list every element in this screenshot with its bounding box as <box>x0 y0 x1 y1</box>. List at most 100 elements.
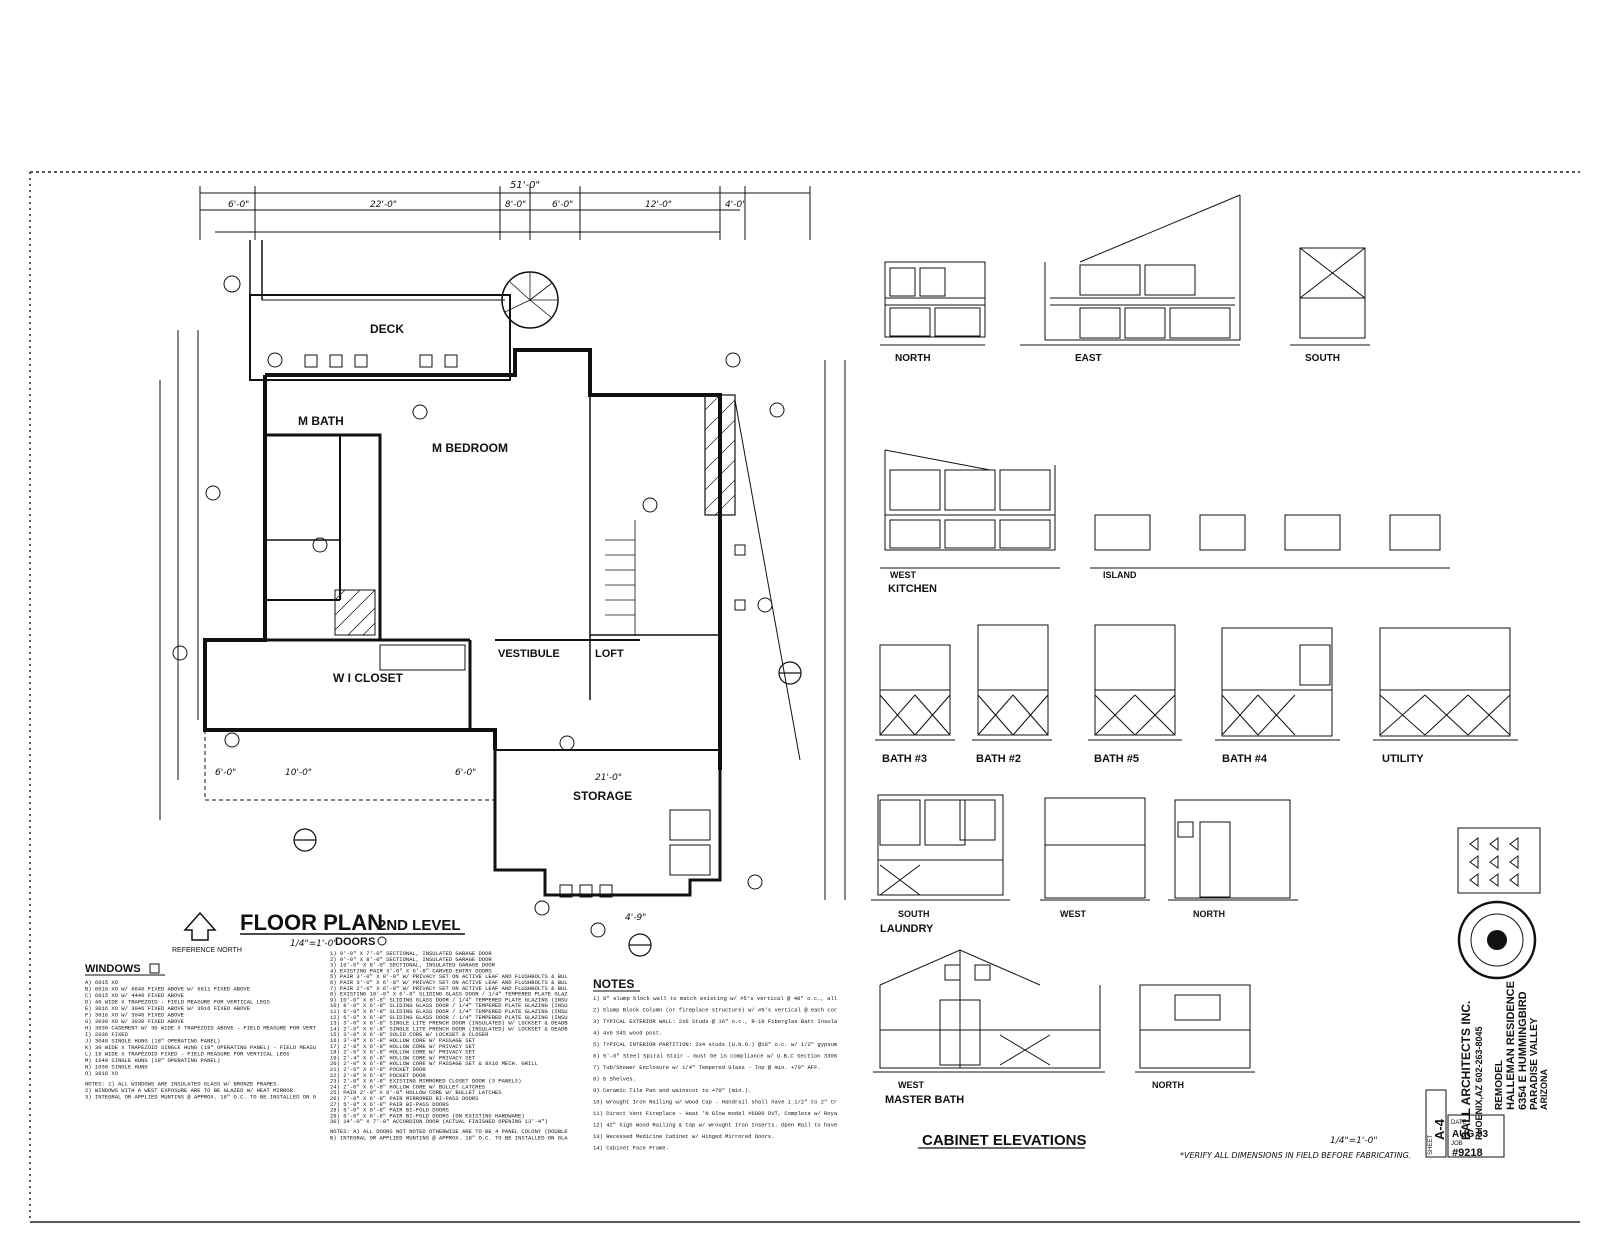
architect-seal <box>1457 900 1537 980</box>
kitchen-west-label: WEST <box>890 570 917 580</box>
date-value: AUG 93 <box>1452 1129 1489 1140</box>
room-m-bedroom: M BEDROOM <box>432 441 508 455</box>
laundry-north-label: NORTH <box>1193 909 1225 919</box>
title-block: BALL ARCHITECTS INC. PHOENIX,AZ 602-263-… <box>1425 827 1549 1159</box>
window-line: H) 3030 CASEMENT W/ 30 WIDE X TRAPEZOID … <box>85 1025 317 1032</box>
door-line: 19) 2'-4" X 6'-8" HOLLOW CORE W/ PRIVACY… <box>330 1054 476 1061</box>
top-dim-1: 6'-0" <box>228 200 249 210</box>
door-line: 7) PAIR 2'-6" X 6'-8" W/ PRIVACY SET ON … <box>330 985 568 992</box>
door-line: 21) 2'-6" X 6'-8" POCKET DOOR <box>330 1066 426 1073</box>
laundry-west-label: WEST <box>1060 909 1087 919</box>
room-loft: LOFT <box>595 648 624 660</box>
revision-box <box>1457 827 1541 894</box>
doors-lines: 1) 9'-0" X 7'-0" SECTIONAL, INSULATED GA… <box>330 950 568 1142</box>
window-line: C) 6015 XO W/ 4446 FIXED ABOVE <box>85 992 185 999</box>
door-line: 10) 8'-0" X 6'-8" SLIDING GLASS DOOR / 1… <box>330 1002 568 1009</box>
island-label: ISLAND <box>1103 570 1137 580</box>
door-note: NOTES: A) ALL DOORS NOT NOTED OTHERWISE … <box>330 1128 568 1135</box>
door-line: 4) EXISTING PAIR 3'-0" X 6'-8" CARVED EN… <box>330 967 492 974</box>
firm-location: PHOENIX,AZ 602-263-8045 <box>1474 1026 1484 1140</box>
window-line: N) 1030 SINGLE HUNG <box>85 1064 148 1071</box>
elevations-scale: 1/4"=1'-0" <box>1330 1136 1377 1146</box>
top-dim-4: 6'-0" <box>552 200 573 210</box>
project-name: HALLEMAN RESIDENCE <box>1505 981 1517 1110</box>
door-line: 27) 5'-0" X 6'-8" PAIR BI-PASS DOORS <box>330 1101 449 1108</box>
door-line: 20) 2'-0" X 6'-8" HOLLOW CORE W/ PASSAGE… <box>330 1060 538 1067</box>
master-bath-label: MASTER BATH <box>885 1094 964 1106</box>
note-line: 3) TYPICAL EXTERIOR WALL: 2x6 Studs @ 16… <box>593 1018 838 1025</box>
doors-title: DOORS <box>335 936 375 948</box>
bottom-dim-5: 4'-9" <box>625 913 646 923</box>
door-line: 1) 9'-0" X 7'-0" SECTIONAL, INSULATED GA… <box>330 950 492 957</box>
door-line: 25) PAIR 2'-0" X 6'-8" HOLLOW CORE W/ BU… <box>330 1089 502 1096</box>
job-value: #9218 <box>1452 1147 1483 1159</box>
window-line: I) 2036 FIXED <box>85 1031 129 1038</box>
floor-plan-labels: 51'-0" 6'-0" 22'-0" 8'-0" 6'-0" 12'-0" 4… <box>172 180 746 954</box>
door-line: 8) EXISTING 10'-0" X 6'-8" SLIDING GLASS… <box>330 991 568 998</box>
door-line: 11) 6'-0" X 6'-8" SLIDING GLASS DOOR / 1… <box>330 1008 568 1015</box>
note-line: 14) Cabinet Face Frame. <box>593 1145 669 1152</box>
window-line: L) 16 WIDE X TRAPEZOID FIXED - FIELD MEA… <box>85 1051 290 1058</box>
sheet-border <box>29 171 1580 1223</box>
kitchen-east-label: EAST <box>1075 353 1102 364</box>
door-line: 6) PAIR 3'-0" X 6'-8" W/ PRIVACY SET ON … <box>330 979 568 986</box>
bath5-label: BATH #5 <box>1094 753 1139 765</box>
sheet-number: A-4 <box>1432 1118 1447 1140</box>
sheet-box <box>1425 1089 1447 1158</box>
room-wi-closet: W I CLOSET <box>333 671 404 685</box>
date-job-box <box>1447 1114 1505 1158</box>
window-note: 2) WINDOWS WITH A WEST EXPOSURE ARE TO B… <box>85 1087 296 1094</box>
window-line: A) 6015 XO <box>85 979 119 986</box>
top-dim-3: 8'-0" <box>505 200 526 210</box>
window-line: M) 1640 SINGLE HUNG (18" OPERATING PANEL… <box>85 1057 220 1064</box>
door-line: 12) 6'-0" X 6'-8" SLIDING GLASS DOOR / 1… <box>330 1014 568 1021</box>
architect-seal-center <box>1487 930 1507 950</box>
note-line: 6) 5'-0" Steel Spiral Stair - must be in… <box>593 1053 837 1060</box>
note-line: 12) 42" high Wood Railing & Cap w/ Wroug… <box>593 1122 837 1129</box>
windows-title-box <box>149 963 160 974</box>
room-m-bath: M BATH <box>298 414 344 428</box>
job-label: JOB <box>1451 1141 1463 1147</box>
door-line: 13) 3'-0" X 6'-8" SINGLE LITE FRENCH DOO… <box>330 1020 568 1027</box>
room-vestibule: VESTIBULE <box>498 648 560 660</box>
door-line: 15) 3'-0" X 6'-8" SOLID CORE W/ LOCKSET … <box>330 1031 489 1038</box>
note-line: 8) 5 Shelves. <box>593 1076 636 1083</box>
revision-triangles <box>1469 837 1519 887</box>
bottom-dim-3: 6'-0" <box>455 768 476 778</box>
project-address: 6354 E HUMMINGBIRD <box>1517 991 1529 1110</box>
cabinet-elevations <box>871 194 1518 1073</box>
project-city: PARADISE VALLEY <box>1529 1017 1540 1110</box>
bottom-dim-1: 6'-0" <box>215 768 236 778</box>
firm-name: BALL ARCHITECTS INC. <box>1459 1001 1473 1140</box>
note-line: 4) 4x6 S4S wood post. <box>593 1030 662 1037</box>
top-dim-2: 22'-0" <box>370 200 397 210</box>
notes-lines: 1) 8" slump block wall to match existing… <box>593 995 838 1152</box>
window-line: F) 3016 XO W/ 3046 FIXED ABOVE <box>85 1012 185 1019</box>
general-notes: NOTES 1) 8" slump block wall to match ex… <box>593 977 838 1152</box>
window-line: G) 3030 XO W/ 3030 FIXED ABOVE <box>85 1018 185 1025</box>
project-state: ARIZONA <box>1539 1069 1549 1110</box>
door-line: 5) PAIR 3'-0" X 8'-0" W/ PRIVACY SET ON … <box>330 973 568 980</box>
bottom-dim-4: 21'-0" <box>595 773 622 783</box>
bath3-label: BATH #3 <box>882 753 927 765</box>
note-line: 9) Ceramic Tile Pan and wainscot to +70"… <box>593 1087 751 1094</box>
note-line: 10) Wrought Iron Railing w/ Wood Cap - H… <box>593 1099 837 1106</box>
window-line: D) 46 WIDE X TRAPEZOID - FIELD MEASURE F… <box>85 999 270 1006</box>
doors-title-symbol <box>377 936 387 946</box>
door-line: 23) 2'-0" X 6'-8" EXISTING MIRRORED CLOS… <box>330 1078 521 1085</box>
bath4-label: BATH #4 <box>1222 753 1268 765</box>
north-note: REFERENCE NORTH <box>172 947 242 954</box>
window-note: 3) INTEGRAL OR APPLIED MUNTINS @ APPROX.… <box>85 1094 316 1101</box>
windows-schedule: WINDOWS A) 6015 XOB) 6616 XO W/ 6646 FIX… <box>85 963 317 1101</box>
kitchen-north-label: NORTH <box>895 353 931 364</box>
window-line: E) 3016 XO W/ 3046 FIXED ABOVE W/ 3016 F… <box>85 1005 251 1012</box>
room-deck: DECK <box>370 322 404 336</box>
note-line: 7) Tub/Shower Enclosure w/ 1/4" Tempered… <box>593 1064 821 1071</box>
door-line: 24) 2'-0" X 6'-8" HOLLOW CORE W/ BULLET … <box>330 1083 486 1090</box>
windows-lines: A) 6015 XOB) 6616 XO W/ 6646 FIXED ABOVE… <box>85 979 317 1101</box>
door-line: 17) 2'-8" X 6'-8" HOLLOW CORE W/ PRIVACY… <box>330 1043 476 1050</box>
note-line: 5) TYPICAL INTERIOR PARTITION: 2x4 studs… <box>593 1041 838 1048</box>
kitchen-south-label: SOUTH <box>1305 353 1340 364</box>
note-line: 11) Direct Vent Fireplace - Heat 'N Glow… <box>593 1110 838 1117</box>
